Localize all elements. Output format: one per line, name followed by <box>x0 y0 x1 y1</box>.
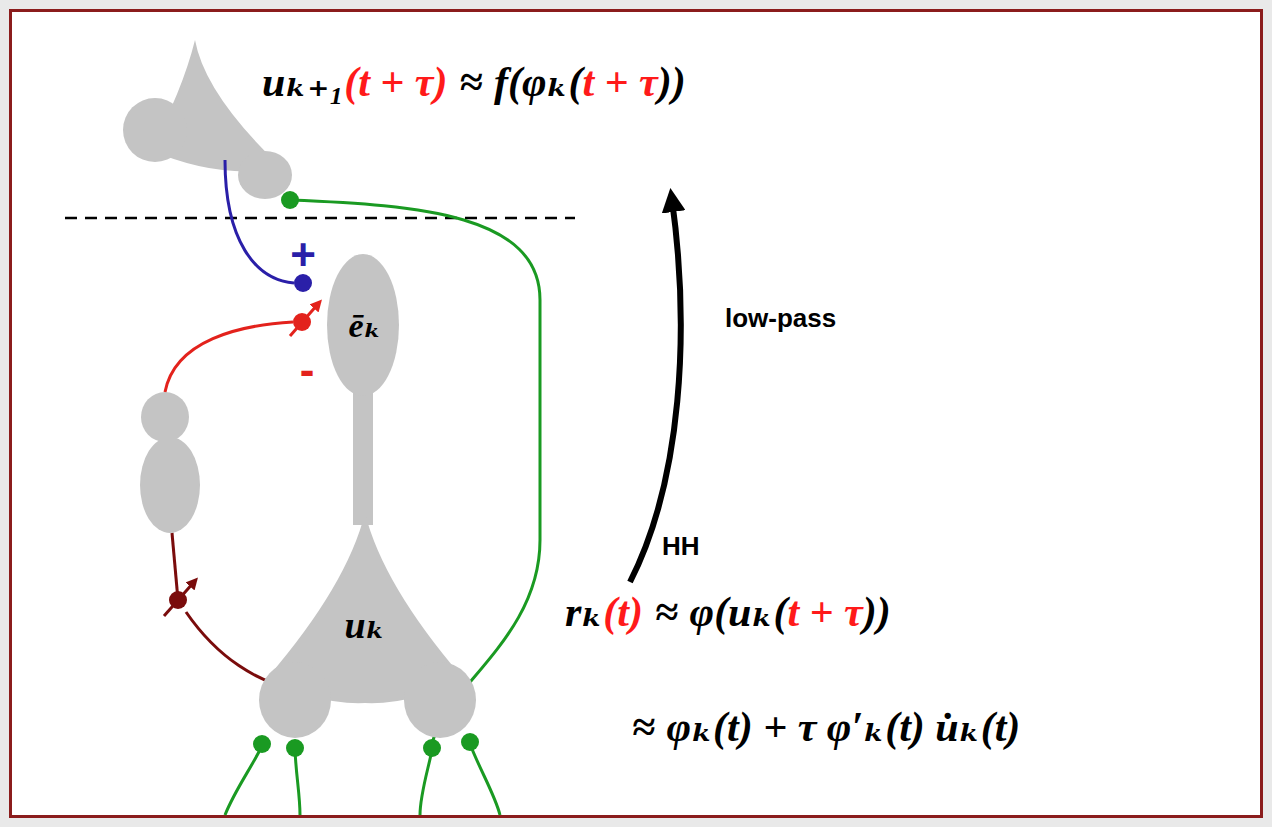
sign-label: - <box>300 348 315 392</box>
equation-term: )) <box>658 58 686 106</box>
apical-dendrite: ēₖ <box>325 252 401 398</box>
equation-term: (t) <box>603 588 643 636</box>
equation-term: φₖ(t) + τ φ′ₖ(t) u̇ₖ(t) <box>667 703 1021 751</box>
lateral-synapse <box>169 591 187 609</box>
node-label: ēₖ <box>349 309 382 343</box>
equation-term: (t + τ) <box>344 58 447 106</box>
process-label: HH <box>662 533 700 559</box>
plasticity-arrow <box>290 304 318 336</box>
equation-term: ≈ <box>459 58 482 106</box>
equation-term: ≈ <box>655 588 678 636</box>
input-wire <box>225 746 262 815</box>
equation-term: φ(uₖ( <box>690 588 788 636</box>
process-label: low-pass <box>725 305 836 331</box>
inhibitory-wire <box>165 322 293 392</box>
equation-row: ≈φₖ(t) + τ φ′ₖ(t) u̇ₖ(t) <box>620 703 1020 751</box>
equation-term: )) <box>863 588 891 636</box>
equation-row: rₖ(t) ≈φ(uₖ(t + τ)) <box>565 588 891 636</box>
layer-boundary <box>65 217 575 220</box>
sign-label: + <box>290 233 316 277</box>
equation-term: f(φₖ( <box>494 58 583 106</box>
input-wire <box>420 750 432 815</box>
equation-term: uₖ₊₁ <box>262 58 344 106</box>
pyramidal-soma: uₖ <box>255 505 485 755</box>
plasticity-arrow <box>164 582 194 616</box>
equation-term: ≈ <box>632 703 655 751</box>
equation-term: rₖ <box>565 588 603 636</box>
inhibitory-synapse <box>293 313 311 331</box>
equation-term: t + τ <box>582 58 657 106</box>
interneuron <box>140 392 200 533</box>
feedback-wire <box>225 160 294 283</box>
equation-term: t + τ <box>787 588 862 636</box>
equation-row: uₖ₊₁(t + τ)≈f(φₖ(t + τ)) <box>262 58 686 106</box>
apical-shaft <box>353 385 373 525</box>
node-label: uₖ <box>344 606 385 644</box>
input-wire <box>470 744 500 815</box>
frame-border <box>9 9 1263 818</box>
lateral-wire <box>172 533 178 600</box>
input-wire <box>295 750 300 815</box>
excitatory-synapse <box>253 191 479 757</box>
lowpass-arrow <box>630 200 681 582</box>
